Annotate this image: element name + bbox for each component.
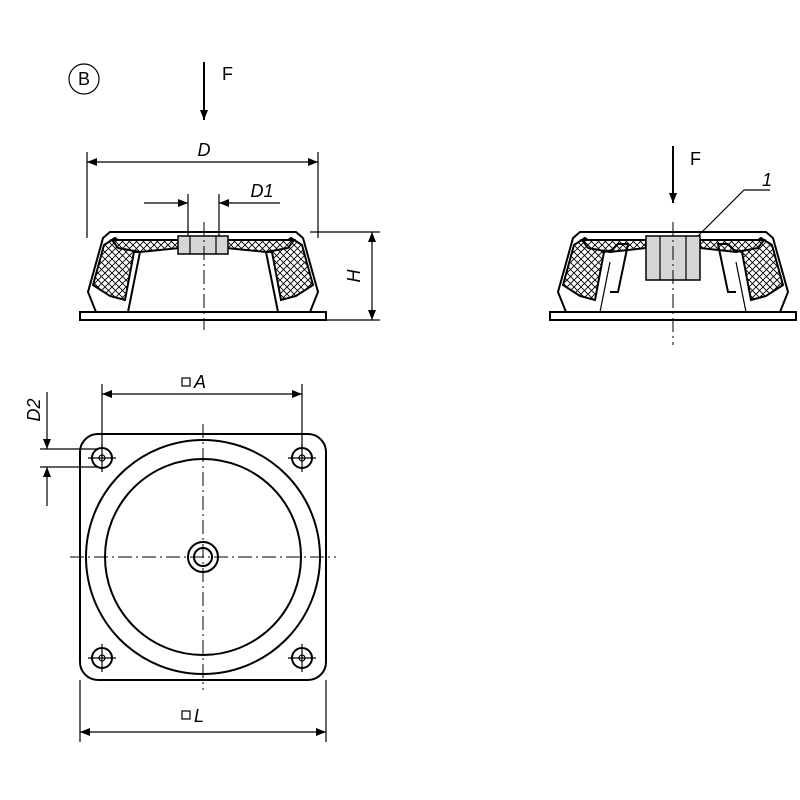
dim-H-label: H xyxy=(344,269,364,283)
section-view-right: F 1 xyxy=(549,146,797,345)
dim-D-label: D xyxy=(198,140,211,160)
mounting-holes xyxy=(88,444,316,672)
dim-D2-label: D2 xyxy=(24,398,44,421)
dim-D1-label: D1 xyxy=(250,181,273,201)
dim-A-label: A xyxy=(193,372,206,392)
dimension-D2: D2 xyxy=(24,392,98,506)
variant-label: B xyxy=(78,69,90,89)
dimension-L: L xyxy=(79,680,327,742)
variant-marker: B xyxy=(68,63,100,95)
dimension-H: H xyxy=(310,231,380,321)
mount-body-left xyxy=(79,222,327,330)
force-label-left: F xyxy=(222,64,233,84)
dim-L-label: L xyxy=(194,706,204,726)
force-arrow-left: F xyxy=(200,62,233,120)
dimension-A: A xyxy=(101,372,303,450)
dimension-D: D xyxy=(86,140,319,238)
force-arrow-right: F xyxy=(669,146,701,203)
mount-body-right xyxy=(549,222,797,345)
top-view: A D2 xyxy=(24,372,336,742)
callout-1: 1 xyxy=(693,170,772,241)
callout-label: 1 xyxy=(762,170,772,190)
dimension-D1: D1 xyxy=(144,181,280,236)
side-view-left: F D D1 xyxy=(79,62,380,330)
force-label-right: F xyxy=(690,149,701,169)
